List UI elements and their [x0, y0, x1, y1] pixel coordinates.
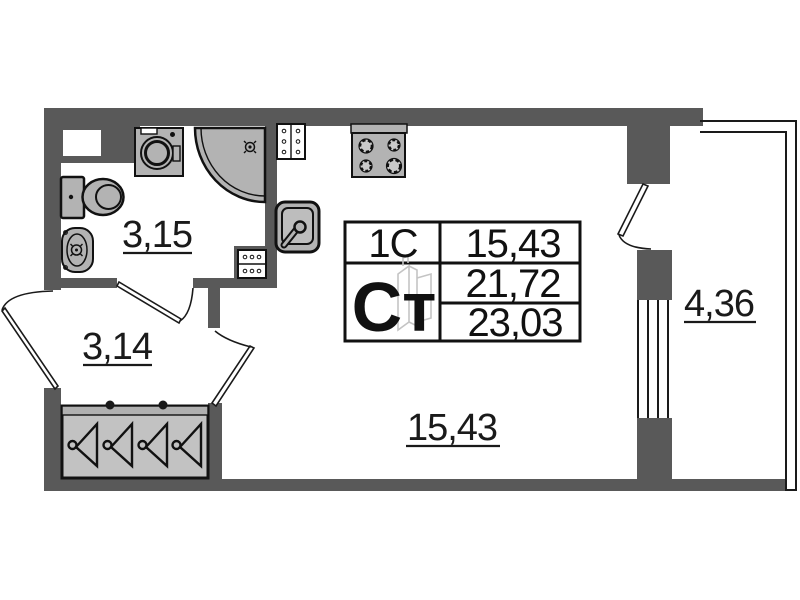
kitchen-sink-icon: [274, 200, 321, 254]
area-without-balcony-value: 21,72: [465, 262, 560, 306]
faucet-cross: [70, 243, 83, 257]
balcony-railing: [700, 120, 797, 491]
total-area-value: 23,03: [467, 301, 562, 345]
wall-bottom: [44, 479, 786, 491]
wall-right-column-top: [627, 126, 670, 184]
living-room-area-label: 15,43: [407, 407, 497, 449]
door-leaf: [210, 344, 256, 408]
wall-right-bottom: [637, 418, 672, 479]
living-area-value: 15,43: [465, 222, 560, 266]
balcony-railing-inner: [700, 131, 797, 491]
room-labels: 3,15 3,14 15,43 4,36: [82, 214, 756, 449]
unit-type-value: 1С: [368, 222, 417, 266]
door-leaf: [0, 306, 60, 391]
hanger-icon: [171, 420, 203, 469]
hallway-area-label: 3,14: [82, 326, 153, 368]
hanger-icon: [102, 420, 134, 469]
wall-hall-vertical: [208, 288, 220, 328]
wall-niche-opening: [63, 130, 101, 156]
hanger-icon: [137, 420, 169, 469]
vent-shaft-icon: [276, 123, 306, 160]
door-leaf: [616, 182, 650, 238]
washbasin-icon: [61, 227, 94, 273]
living-room-door-icon: [210, 330, 256, 408]
entrance-door-icon: [0, 290, 60, 391]
burner: [359, 159, 373, 173]
bathroom-area-label: 3,15: [122, 214, 192, 256]
wall-hall-post: [208, 403, 222, 479]
vent-shaft-icon: [237, 249, 267, 279]
toilet-icon: [59, 175, 125, 220]
door-swing-arc: [179, 287, 194, 322]
wall-left-lower: [44, 388, 61, 491]
window-icon: [637, 300, 669, 418]
burner: [358, 138, 374, 154]
door-swing-arc: [214, 330, 252, 348]
burner: [387, 138, 401, 152]
wall-hall-top-left: [44, 278, 117, 288]
burner: [385, 157, 403, 175]
washing-machine-icon: [134, 127, 184, 177]
balcony-door-icon: [616, 182, 652, 250]
stove-icon: [350, 123, 408, 178]
door-swing-arc: [1, 290, 54, 311]
building-icon: [397, 254, 432, 332]
wardrobe-icon: [60, 400, 210, 480]
wall-right-mid: [637, 250, 672, 300]
door-swing-arc: [618, 234, 652, 250]
balcony-railing-outer: [700, 120, 797, 491]
shower-icon: [193, 126, 267, 204]
hanger-icon: [67, 420, 99, 469]
wall-top: [44, 108, 703, 126]
unit-info-table: 1С 15,43 Ст 21,72 23,03: [343, 220, 582, 346]
balcony-area-label: 4,36: [684, 283, 754, 325]
wall-left-upper: [44, 108, 61, 290]
studio-label: Ст: [352, 268, 437, 346]
shower-drain: [243, 140, 257, 154]
door-leaf: [115, 280, 183, 325]
bathroom-door-icon: [115, 280, 194, 325]
